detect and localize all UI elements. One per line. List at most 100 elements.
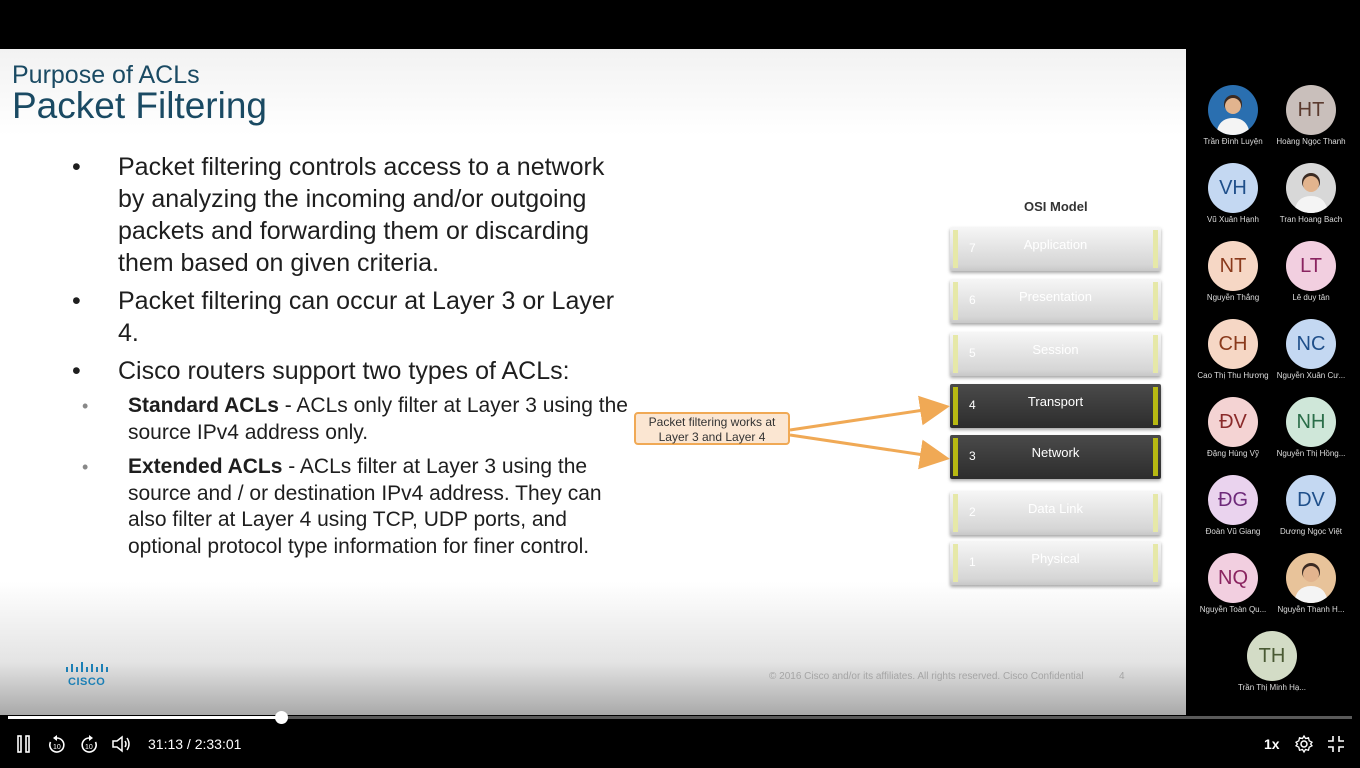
participant-name: Nguyễn Thắng xyxy=(1206,293,1260,302)
bullet-item: •Packet filtering can occur at Layer 3 o… xyxy=(72,287,615,347)
bullet-text: Packet filtering can occur at Layer 3 or… xyxy=(118,287,615,347)
avatar: ĐV xyxy=(1208,397,1258,447)
bullet-text: Cisco routers support two types of ACLs: xyxy=(118,357,570,385)
arrow-to-transport xyxy=(789,395,950,432)
avatar-photo xyxy=(1286,163,1336,213)
osi-layer-name: Data Link xyxy=(1028,501,1083,516)
osi-layer: 3 Network xyxy=(950,435,1161,479)
rewind-10-button[interactable]: 10 xyxy=(46,734,68,754)
progress-handle[interactable] xyxy=(275,711,289,724)
participant-name: Nguyễn Thanh H... xyxy=(1277,605,1345,614)
avatar: HT xyxy=(1286,85,1336,135)
callout-box: Packet filtering works at Layer 3 and La… xyxy=(634,412,790,445)
avatar: NC xyxy=(1286,319,1336,369)
osi-layer-number: 4 xyxy=(969,398,976,412)
participant-name: Trần Đình Luyện xyxy=(1203,137,1263,146)
bullet-item: •Cisco routers support two types of ACLs… xyxy=(72,357,570,385)
avatar: CH xyxy=(1208,319,1258,369)
cisco-logo: CISCO xyxy=(64,661,112,691)
avatar: NH xyxy=(1286,397,1336,447)
cisco-wordmark: CISCO xyxy=(68,676,106,688)
person-photo-icon xyxy=(1294,563,1328,603)
progress-bar[interactable] xyxy=(8,711,1352,724)
rewind-10-icon: 10 xyxy=(49,735,65,753)
osi-layer: 4 Transport xyxy=(950,384,1161,428)
avatar: TH xyxy=(1247,631,1297,681)
osi-layer-name: Transport xyxy=(1027,394,1084,409)
settings-button[interactable] xyxy=(1294,734,1314,754)
avatar: DV xyxy=(1286,475,1336,525)
avatar: VH xyxy=(1208,163,1258,213)
arrows-graphic xyxy=(789,395,950,470)
osi-layer: 2 Data Link xyxy=(950,491,1161,535)
fullscreen-exit-icon xyxy=(1328,736,1344,752)
avatar-photo xyxy=(1286,553,1336,603)
sub-bullet-item: •Standard ACLs - ACLs only filter at Lay… xyxy=(82,394,628,444)
pause-icon xyxy=(17,735,30,753)
participant-name: Tran Hoang Bach xyxy=(1279,215,1343,224)
osi-layer: 1 Physical xyxy=(950,541,1161,585)
fullscreen-button[interactable] xyxy=(1326,734,1346,754)
cisco-bars-icon xyxy=(66,662,108,672)
osi-model-title: OSI Model xyxy=(1024,199,1088,214)
slide-title: Packet Filtering xyxy=(12,85,267,126)
player-controls: 10 10 31:13 / 2:33:01 1x xyxy=(0,726,1360,762)
participant-name: Cao Thị Thu Hương xyxy=(1197,371,1269,380)
participant-name: Trần Thị Minh Hạ... xyxy=(1237,683,1307,692)
osi-layer-name: Network xyxy=(1031,445,1080,460)
participant-name: Nguyễn Thị Hồng... xyxy=(1276,449,1346,458)
osi-layer-name: Presentation xyxy=(1019,289,1092,304)
avatar: LT xyxy=(1286,241,1336,291)
participant-name: Đoàn Vũ Giang xyxy=(1205,527,1261,536)
progress-fill xyxy=(8,716,282,719)
osi-layer-name: Session xyxy=(1032,342,1079,357)
sub-bullet-item: •Extended ACLs - ACLs filter at Layer 3 … xyxy=(82,455,602,558)
person-photo-icon xyxy=(1216,95,1250,135)
osi-layer-number: 5 xyxy=(969,346,976,360)
bullet-list: •Packet filtering controls access to a n… xyxy=(72,151,632,568)
svg-text:10: 10 xyxy=(85,744,93,751)
sub-bullet-bold: Standard ACLs xyxy=(128,394,279,417)
slide-kicker: Purpose of ACLs xyxy=(12,61,200,89)
volume-button[interactable] xyxy=(110,734,132,754)
time-display: 31:13 / 2:33:01 xyxy=(148,736,242,752)
pause-button[interactable] xyxy=(14,734,34,754)
osi-layer-number: 3 xyxy=(969,449,976,463)
sub-bullet-bold: Extended ACLs xyxy=(128,455,283,478)
page-number: 4 xyxy=(1119,671,1125,682)
current-time: 31:13 xyxy=(148,736,184,752)
avatar-photo xyxy=(1208,85,1258,135)
osi-layer-name: Application xyxy=(1023,237,1088,252)
sub-bullet-text: - ACLs filter at Layer 3 using the sourc… xyxy=(128,455,602,558)
svg-text:10: 10 xyxy=(53,744,61,751)
osi-layer-name: Physical xyxy=(1031,551,1080,566)
participant-name: Đặng Hùng Vỹ xyxy=(1206,449,1260,458)
bullet-item: •Packet filtering controls access to a n… xyxy=(72,153,605,277)
osi-layer: 5 Session xyxy=(950,332,1161,376)
osi-layer-number: 7 xyxy=(969,241,976,255)
slide: Purpose of ACLs Packet Filtering •Packet… xyxy=(0,49,1186,715)
osi-layer-number: 2 xyxy=(969,505,976,519)
osi-layer-number: 6 xyxy=(969,293,976,307)
sub-bullet-text: - ACLs only filter at Layer 3 using the … xyxy=(128,394,628,444)
avatar: NT xyxy=(1208,241,1258,291)
forward-10-button[interactable]: 10 xyxy=(78,734,100,754)
copyright-text: © 2016 Cisco and/or its affiliates. All … xyxy=(769,671,1084,682)
playback-speed-button[interactable]: 1x xyxy=(1264,736,1280,752)
participant-name: Vũ Xuân Hạnh xyxy=(1206,215,1260,224)
bullet-text: Packet filtering controls access to a ne… xyxy=(118,153,605,277)
participant-name: Dương Ngọc Việt xyxy=(1279,527,1343,536)
avatar: ĐG xyxy=(1208,475,1258,525)
person-photo-icon xyxy=(1294,173,1328,213)
total-time: 2:33:01 xyxy=(194,736,242,752)
participant-name: Hoàng Ngọc Thanh xyxy=(1276,137,1346,146)
volume-icon xyxy=(112,735,130,753)
participant-name: Nguyễn Toàn Qu... xyxy=(1199,605,1267,614)
avatar: NQ xyxy=(1208,553,1258,603)
gear-icon xyxy=(1295,734,1313,754)
osi-layer: 7 Application xyxy=(950,227,1161,271)
participant-name: Nguyễn Xuân Cư... xyxy=(1276,371,1346,380)
osi-layer-number: 1 xyxy=(969,555,976,569)
osi-layer: 6 Presentation xyxy=(950,279,1161,323)
